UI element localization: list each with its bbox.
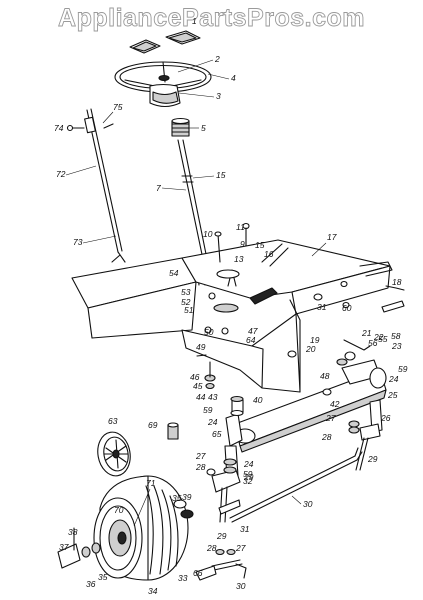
callout-48: 48: [320, 371, 330, 381]
bushing[interactable]: [171, 117, 190, 137]
callout-1: 1: [192, 16, 197, 26]
callout-65: 65: [212, 429, 222, 439]
callout-52: 52: [181, 297, 191, 307]
frame[interactable]: [71, 239, 405, 393]
callout-60: 60: [342, 303, 352, 313]
callout-28c: 28: [206, 543, 217, 553]
callout-28a: 28: [195, 462, 206, 472]
callout-7: 7: [156, 183, 161, 193]
callout-46: 46: [190, 372, 200, 382]
callout-59c: 59: [398, 364, 408, 374]
callout-21: 21: [361, 328, 372, 338]
callout-64: 64: [246, 335, 256, 345]
callout-24b: 24: [243, 459, 254, 469]
callout-42: 42: [330, 399, 340, 409]
callout-31a: 31: [317, 302, 327, 312]
callout-54: 54: [169, 268, 179, 278]
callout-labels: 1 2 3 4 5 7 9 10 11 13 15 15 16 17 18 19…: [54, 16, 408, 596]
callout-51: 51: [184, 305, 194, 315]
callout-29a: 29: [367, 454, 378, 464]
callout-38: 38: [68, 527, 78, 537]
front-wheel[interactable]: [93, 475, 189, 581]
callout-19: 19: [310, 335, 320, 345]
callout-59b: 59: [243, 469, 253, 479]
callout-25: 25: [387, 390, 398, 400]
callout-33: 33: [178, 573, 188, 583]
callout-66: 66: [193, 568, 203, 578]
right-spindle[interactable]: [355, 399, 383, 471]
callout-56: 56: [368, 338, 378, 348]
callout-16: 16: [264, 249, 274, 259]
callout-70: 70: [114, 505, 124, 515]
callout-13: 13: [234, 254, 244, 264]
callout-10: 10: [203, 229, 213, 239]
callout-27b: 27: [325, 413, 336, 423]
callout-15a: 15: [216, 170, 226, 180]
callout-9: 9: [240, 239, 245, 249]
callout-72: 72: [56, 169, 66, 179]
wheel-hardware[interactable]: [57, 499, 194, 569]
watermark-logo: AppliancePartsPros.com: [58, 4, 365, 33]
callout-20: 20: [305, 344, 316, 354]
callout-49: 49: [196, 342, 206, 352]
callout-15b: 15: [255, 240, 265, 250]
callout-73: 73: [73, 237, 83, 247]
callout-39: 39: [182, 492, 192, 502]
callout-27a: 27: [195, 451, 206, 461]
callout-59a: 59: [203, 405, 213, 415]
callout-34: 34: [148, 586, 158, 596]
left-spindle[interactable]: [206, 445, 241, 523]
callout-17: 17: [327, 232, 337, 242]
callout-26: 26: [380, 413, 391, 423]
steering-wheel[interactable]: [114, 61, 212, 108]
callout-53: 53: [181, 287, 191, 297]
callout-43: 43: [208, 392, 218, 402]
callout-75: 75: [113, 102, 123, 112]
callout-36: 36: [86, 579, 96, 589]
callout-40: 40: [253, 395, 263, 405]
callout-74: 74: [54, 123, 64, 133]
callout-37: 37: [59, 542, 69, 552]
small-parts[interactable]: [167, 222, 405, 440]
callout-11: 11: [236, 222, 245, 232]
shift-rod[interactable]: [66, 108, 126, 263]
callout-23: 23: [391, 341, 402, 351]
callout-18: 18: [392, 277, 402, 287]
callout-71: 71: [146, 478, 156, 488]
callout-45: 45: [193, 381, 203, 391]
callout-24a: 24: [207, 417, 218, 427]
callout-4: 4: [231, 73, 236, 83]
callout-58: 58: [391, 331, 401, 341]
callout-3: 3: [216, 91, 221, 101]
callout-63: 63: [108, 416, 118, 426]
callout-55: 55: [378, 334, 388, 344]
callout-44: 44: [196, 392, 206, 402]
callout-2: 2: [214, 54, 220, 64]
callout-31b: 31: [240, 524, 250, 534]
callout-28b: 28: [321, 432, 332, 442]
callout-35a: 35: [172, 493, 182, 503]
callout-29c: 29: [216, 531, 227, 541]
callout-30b: 30: [236, 581, 246, 591]
callout-69: 69: [148, 420, 158, 430]
drag-link[interactable]: [195, 548, 247, 581]
callout-5: 5: [201, 123, 206, 133]
callout-29b: 29: [243, 472, 254, 482]
callout-47: 47: [248, 326, 258, 336]
wheel-cap[interactable]: [129, 30, 201, 54]
callout-30a: 30: [303, 499, 313, 509]
callout-22: 22: [373, 332, 384, 342]
callout-24c: 24: [388, 374, 399, 384]
callout-50: 50: [204, 327, 214, 337]
callout-27c: 27: [235, 543, 246, 553]
callout-32: 32: [243, 476, 253, 486]
hub-cap[interactable]: [94, 430, 133, 479]
front-axle[interactable]: [225, 359, 387, 453]
callout-35b: 35: [98, 572, 108, 582]
